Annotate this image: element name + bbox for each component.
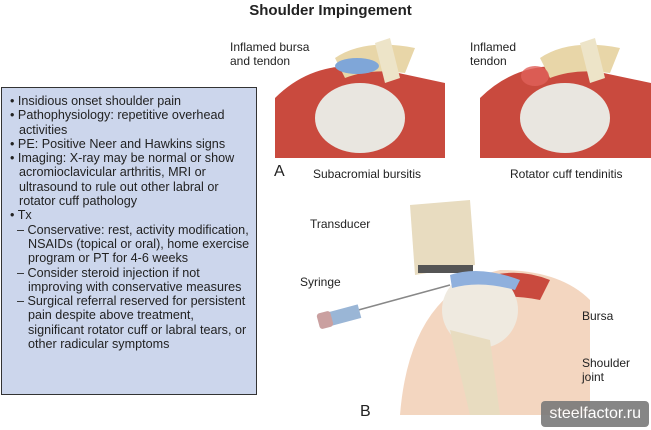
bullet: Insidious onset shoulder pain	[8, 94, 250, 108]
panel-b-letter: B	[360, 403, 371, 420]
bursa-label: Bursa	[582, 309, 614, 323]
tendinitis-illustration	[480, 38, 651, 158]
syringe-label: Syringe	[300, 275, 341, 289]
summary-box: Insidious onset shoulder pain Pathophysi…	[1, 87, 257, 395]
sub-bullet: Surgical referral reserved for persisten…	[8, 294, 250, 351]
bursitis-illustration	[275, 38, 445, 158]
inflamed-bursa-label: Inflamed bursa and tendon	[230, 40, 310, 68]
panel-a-letter: A	[274, 163, 285, 180]
watermark: steelfactor.ru	[541, 401, 649, 427]
bursitis-caption: Subacromial bursitis	[313, 167, 422, 181]
figure-title: Shoulder Impingement	[249, 2, 412, 19]
sub-bullet: Conservative: rest, activity modificatio…	[8, 223, 250, 266]
sub-bullet: Consider steroid injection if not improv…	[8, 266, 250, 295]
bullet: Tx	[8, 208, 250, 222]
transducer-label: Transducer	[310, 217, 371, 231]
bullet: PE: Positive Neer and Hawkins signs	[8, 137, 250, 151]
inflamed-tendon-label: Inflamed tendon	[470, 40, 517, 68]
shoulder-joint-label: Shoulder joint	[582, 356, 631, 384]
bullet: Imaging: X-ray may be normal or show acr…	[8, 151, 250, 208]
injection-illustration	[316, 200, 590, 415]
tendinitis-caption: Rotator cuff tendinitis	[510, 167, 623, 181]
bullet: Pathophysiology: repetitive overhead act…	[8, 108, 250, 137]
